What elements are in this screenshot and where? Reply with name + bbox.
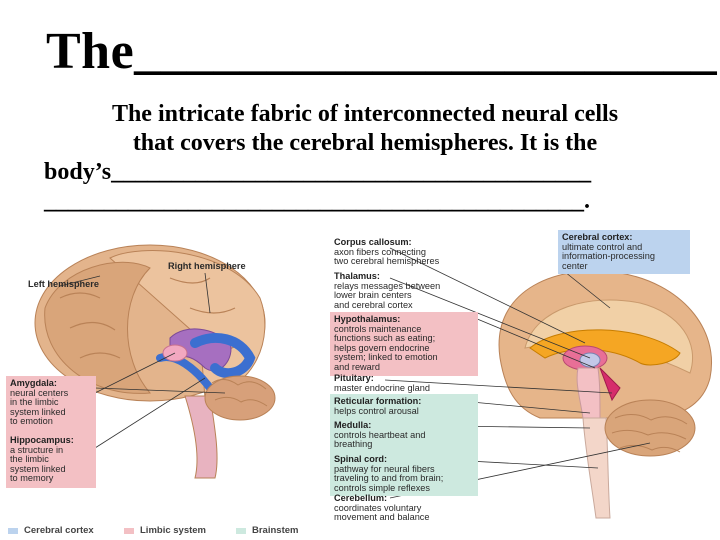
slide-title: The______________________ — [46, 23, 718, 80]
legend-cerebral-cortex: Cerebral cortex — [24, 525, 94, 536]
legend-swatch-brainstem — [236, 528, 246, 534]
pituitary-label: Pituitary: master endocrine gland — [334, 373, 431, 393]
cerebral-cortex-label: Cerebral cortex: ultimate control and in… — [558, 230, 690, 275]
body-line-4: ________________________________________… — [44, 188, 590, 214]
body-line-1: The intricate fabric of interconnected n… — [111, 101, 619, 127]
body-line-3: body’s__________________________________… — [44, 159, 592, 185]
amygdala-hippocampus-label: Amygdala: neural centers in the limbic s… — [6, 376, 96, 488]
left-brain-drawing — [34, 244, 276, 479]
legend-swatch-cortex — [8, 528, 18, 534]
legend-swatch-limbic — [124, 528, 134, 534]
legend-brainstem: Brainstem — [252, 525, 299, 536]
spinal-cord-label: Spinal cord: pathway for neural fibers t… — [330, 452, 478, 497]
slide-body-text: The intricate fabric of interconnected n… — [40, 100, 690, 216]
hypothalamus-label: Hypothalamus: controls maintenance funct… — [330, 312, 478, 376]
reticular-formation-label: Reticular formation: helps control arous… — [330, 394, 478, 420]
left-hemisphere-label: Left hemisphere — [28, 279, 99, 289]
cerebellum-label: Cerebellum: coordinates voluntary moveme… — [334, 493, 430, 523]
medulla-label: Medulla: controls heartbeat and breathin… — [330, 418, 478, 453]
brain-illustration — [34, 244, 712, 519]
legend-limbic-system: Limbic system — [140, 525, 206, 536]
body-line-2: that covers the cerebral hemispheres. It… — [132, 130, 598, 156]
brain-diagram: Left hemisphere Right hemisphere Corpus … — [0, 228, 720, 540]
right-hemisphere-label: Right hemisphere — [168, 261, 246, 271]
right-brain-drawing — [498, 270, 712, 519]
thalamus-label: Thalamus: relays messages between lower … — [334, 271, 441, 310]
corpus-callosum-label: Corpus callosum: axon fibers connecting … — [334, 237, 440, 267]
